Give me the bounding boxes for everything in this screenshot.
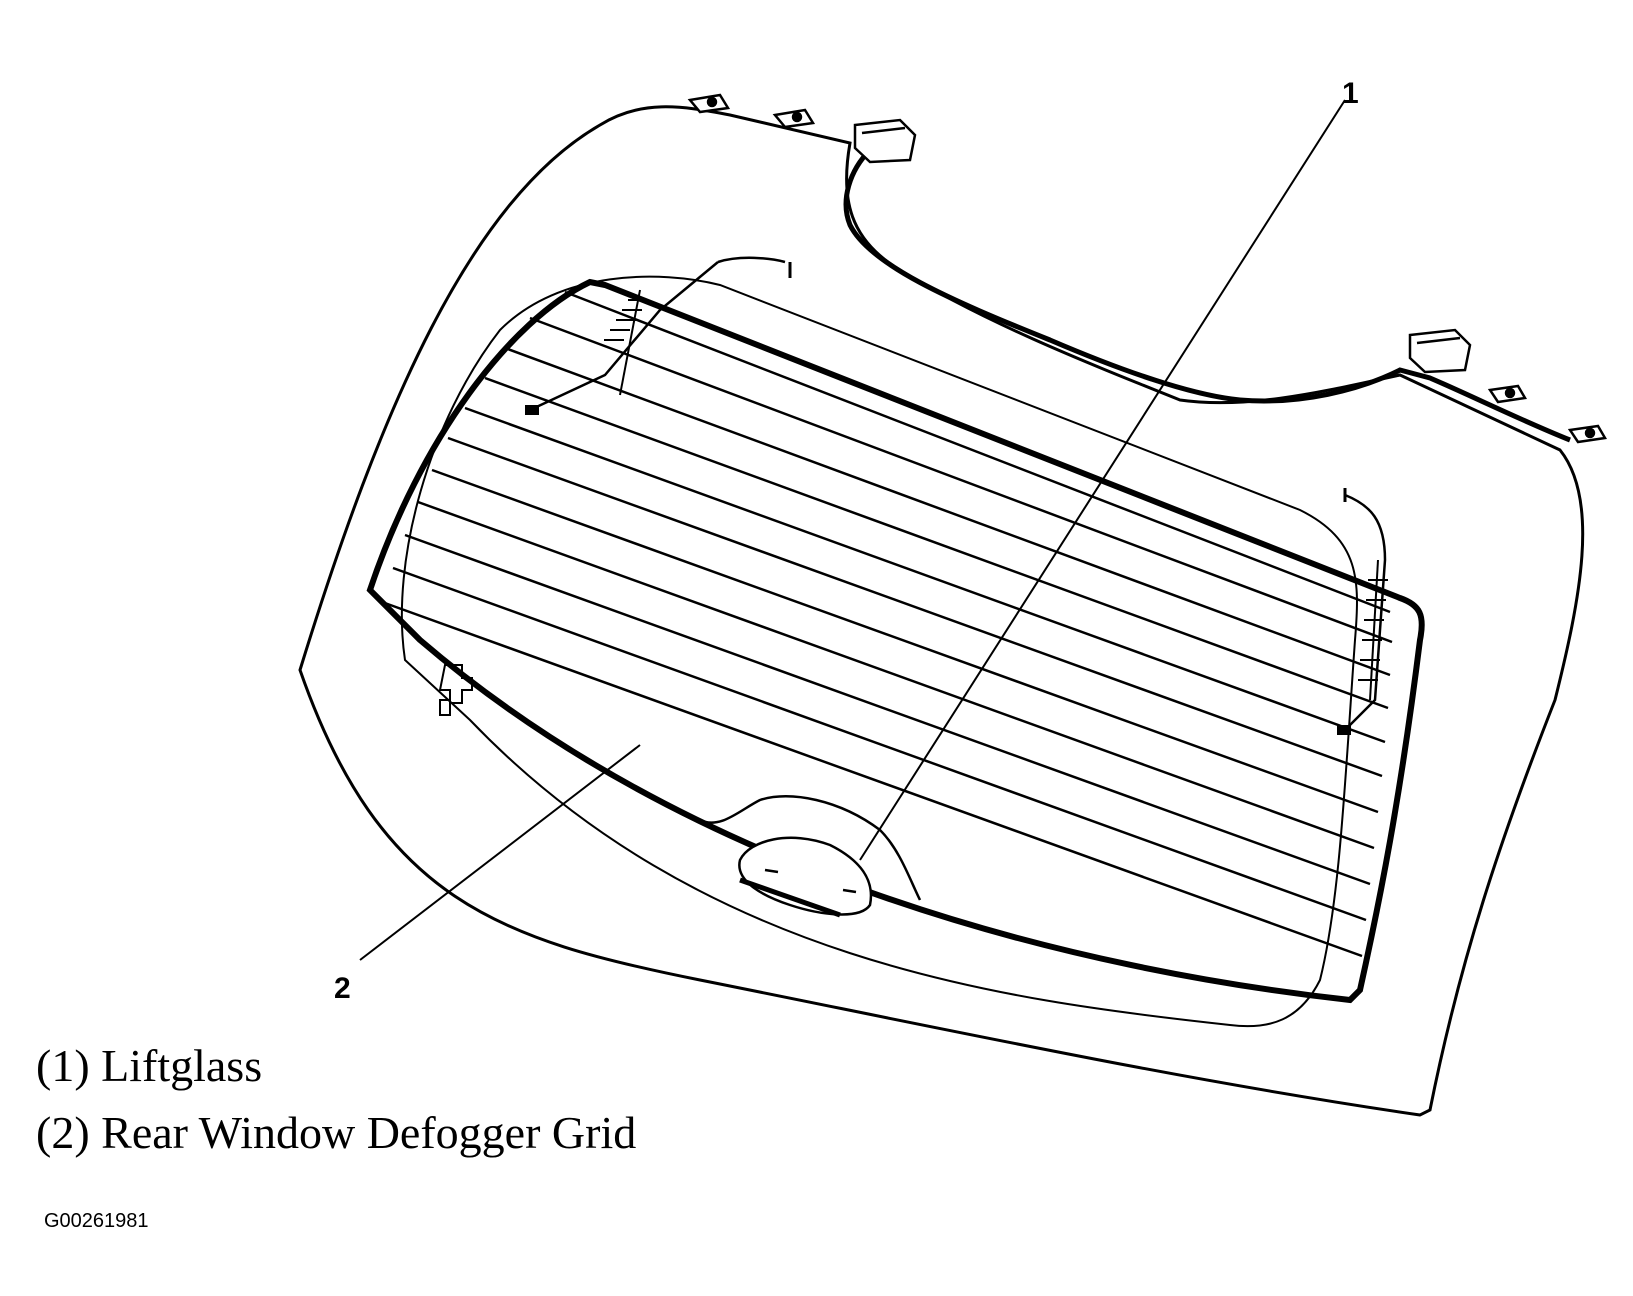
left-terminal-coil [604, 289, 648, 396]
glass-inner-outline [400, 275, 1358, 1028]
lower-left-bracket [438, 664, 473, 716]
figure-id: G00261981 [44, 1210, 149, 1232]
wiring-harness [843, 148, 1571, 443]
right-terminal-coil [1358, 559, 1388, 701]
latch-handle [738, 836, 873, 918]
latch-recess [699, 795, 922, 901]
callout-2: 2 [334, 972, 351, 1005]
leader-line-2 [359, 744, 641, 961]
legend-item-liftglass: (1) Liftglass [36, 1040, 263, 1091]
mounting-clips [687, 93, 1608, 444]
hinge-right [1408, 328, 1472, 374]
hinge-left [853, 118, 917, 164]
left-terminal-connector [525, 405, 539, 415]
glass-frame [366, 278, 1425, 1004]
left-bus-bar-wire [529, 256, 786, 412]
right-bus-bar-wire [1344, 493, 1387, 731]
callout-1: 1 [1342, 77, 1359, 110]
liftglass-outline [298, 105, 1585, 1117]
right-terminal-connector [1337, 725, 1351, 735]
legend-item-defogger-grid: (2) Rear Window Defogger Grid [36, 1107, 637, 1158]
leader-line-1 [859, 99, 1346, 861]
defogger-grid-lines [381, 290, 1393, 958]
